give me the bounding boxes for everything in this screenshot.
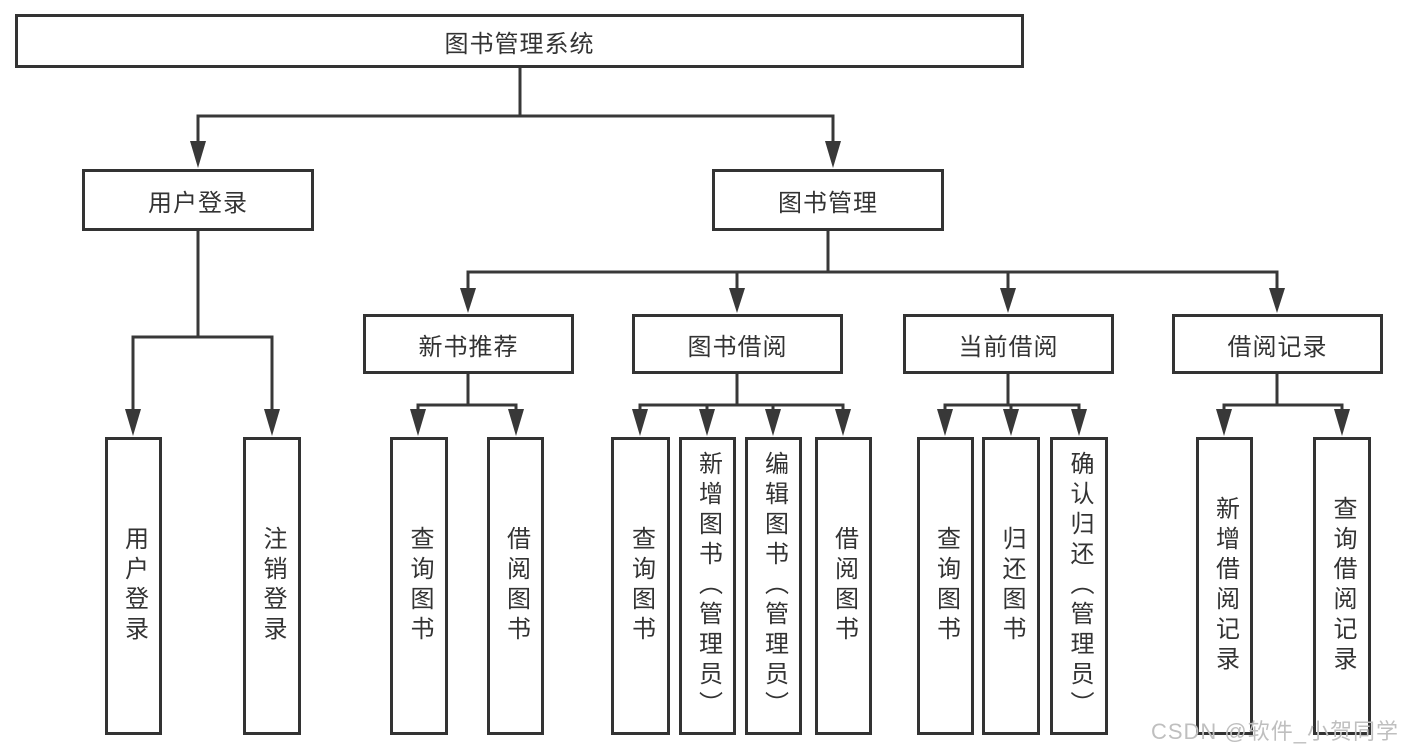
node-label: 归还图书 (998, 526, 1025, 646)
connector-borrow-records-to-leaves (1216, 372, 1350, 436)
node-label: 图书管理系统 (444, 30, 595, 58)
leaf-query-borrow-record: 查询借阅记录 (1313, 437, 1371, 735)
node-label: 注销登录 (259, 526, 286, 646)
node-label: 图书管理 (778, 189, 878, 217)
node-label: 借阅图书 (502, 526, 530, 646)
leaf-return-books: 归还图书 (982, 437, 1040, 735)
arrow-down-icon (190, 141, 206, 168)
arrow-down-icon (1334, 409, 1350, 436)
node-label: 新书推荐 (418, 333, 519, 361)
arrow-down-icon (937, 409, 953, 436)
node-borrowing-records: 借阅记录 (1172, 314, 1383, 374)
leaf-add-borrow-record: 新增借阅记录 (1196, 437, 1253, 735)
connector-new-book-rec-to-leaves (410, 372, 524, 436)
leaf-query-books: 查询图书 (611, 437, 670, 735)
node-label: 新增借阅记录 (1211, 496, 1239, 676)
node-user-login: 用户登录 (82, 169, 314, 231)
node-label: 编辑图书（管理员） (760, 451, 788, 721)
node-label: 当前借阅 (958, 333, 1059, 361)
arrow-down-icon (835, 409, 851, 436)
leaf-query-books: 查询图书 (917, 437, 974, 735)
arrow-down-icon (125, 409, 141, 436)
node-label: 确认归还（管理员） (1066, 451, 1093, 721)
arrow-down-icon (1071, 409, 1087, 436)
arrow-down-icon (825, 141, 841, 168)
arrow-down-icon (508, 409, 524, 436)
leaf-borrow-books: 借阅图书 (487, 437, 544, 735)
node-label: 图书借阅 (687, 333, 788, 361)
node-current-borrowing: 当前借阅 (903, 314, 1114, 374)
node-label: 查询图书 (627, 526, 655, 646)
leaf-query-books: 查询图书 (390, 437, 448, 735)
arrow-down-icon (410, 409, 426, 436)
node-label: 查询图书 (932, 526, 960, 646)
arrow-down-icon (632, 409, 648, 436)
connector-user-login-to-leaves (125, 229, 280, 436)
arrow-down-icon (1003, 409, 1019, 436)
node-book-borrowing: 图书借阅 (632, 314, 843, 374)
node-new-book-recommend: 新书推荐 (363, 314, 574, 374)
arrow-down-icon (460, 288, 476, 313)
connector-current-borrow-to-leaves (937, 372, 1087, 436)
arrow-down-icon (729, 288, 745, 313)
node-book-management: 图书管理 (712, 169, 944, 231)
node-label: 用户登录 (148, 189, 248, 217)
leaf-logout: 注销登录 (243, 437, 301, 735)
arrow-down-icon (699, 409, 715, 436)
arrow-down-icon (1269, 288, 1285, 313)
arrow-down-icon (264, 409, 280, 436)
leaf-user-login: 用户登录 (105, 437, 162, 735)
node-label: 借阅记录 (1227, 333, 1328, 361)
node-label: 用户登录 (120, 526, 148, 646)
leaf-edit-books-admin: 编辑图书（管理员） (745, 437, 802, 735)
connector-book-borrow-to-leaves (632, 372, 851, 436)
arrow-down-icon (1216, 409, 1232, 436)
arrow-down-icon (765, 409, 781, 436)
node-label: 借阅图书 (830, 526, 858, 646)
leaf-confirm-return-admin: 确认归还（管理员） (1050, 437, 1108, 735)
leaf-add-books-admin: 新增图书（管理员） (679, 437, 736, 735)
connector-root-to-level2 (190, 65, 841, 168)
leaf-borrow-books: 借阅图书 (815, 437, 872, 735)
arrow-down-icon (1000, 288, 1016, 313)
node-label: 查询借阅记录 (1329, 496, 1356, 676)
node-book-management-system: 图书管理系统 (15, 14, 1024, 68)
node-label: 新增图书（管理员） (694, 451, 722, 721)
node-label: 查询图书 (406, 526, 433, 646)
csdn-watermark: CSDN @软件_小贺同学 (1150, 719, 1399, 744)
connector-book-mgmt-to-level3 (460, 229, 1285, 313)
